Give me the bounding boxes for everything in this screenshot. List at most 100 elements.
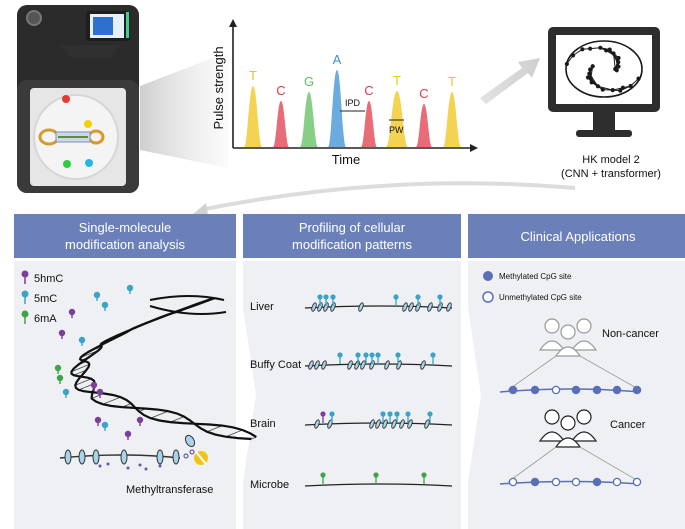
modification-mark (58, 329, 66, 337)
nucleosome-icon (369, 360, 375, 370)
unmethylated-cpg-label: Unmethylated CpG site (499, 293, 582, 302)
methylated-cpg-site (530, 385, 540, 395)
right-panel-title: Clinical Applications (521, 229, 636, 244)
pulse-peak (416, 104, 432, 147)
nucleosome-icon (358, 302, 364, 312)
methyltransferase-label: Methyltransferase (126, 484, 213, 496)
methylated-cpg-site (612, 385, 622, 395)
methylated-cpg-icon (483, 271, 493, 281)
pulse-peak (328, 70, 346, 147)
left-panel-title-2: modification analysis (65, 237, 185, 252)
ipd-label: IPD (345, 98, 361, 108)
unmethylated-cpg-site (571, 477, 581, 487)
modification-legend-label: 5mC (34, 293, 57, 305)
model-name: HK model 2 (582, 154, 639, 166)
mid-panel-title-1: Profiling of cellular (299, 220, 406, 235)
modification-mark (317, 294, 323, 300)
nucleosome-icon (384, 360, 390, 370)
modification-pin-icon (21, 290, 29, 298)
nucleosome-icon (396, 360, 402, 370)
arrow-to-model-icon (480, 58, 540, 104)
nucleosome-icon (420, 360, 426, 370)
nucleosome-icon (314, 360, 320, 370)
monitor-icon (548, 27, 660, 137)
modification-mark (68, 308, 76, 316)
nucleosome-icon (415, 302, 421, 312)
modification-mark (320, 472, 326, 478)
return-arrow-icon (199, 181, 576, 212)
modification-mark (363, 352, 369, 358)
pulse-peak (244, 86, 262, 147)
modification-mark (93, 291, 101, 299)
modification-mark (375, 352, 381, 358)
nucleosome-icon (402, 302, 408, 312)
modification-mark (394, 411, 400, 417)
dna-strand-icon (59, 434, 196, 471)
pw-label: PW (389, 125, 404, 135)
methylated-cpg-label: Methylated CpG site (499, 272, 572, 281)
nucleosome-icon (437, 302, 443, 312)
cancer-group-icon (538, 409, 598, 448)
modification-mark (136, 416, 144, 424)
sample-dna-track (304, 305, 453, 309)
unmethylated-cpg-site (551, 477, 561, 487)
unmethylated-cpg-site (508, 477, 518, 487)
modification-mark (124, 430, 132, 438)
nucleosome-icon (317, 302, 323, 312)
nucleosome-icon (399, 419, 405, 429)
modification-mark (355, 352, 361, 358)
pulse-peak (361, 101, 377, 147)
base-letter: T (393, 73, 401, 88)
modification-mark (101, 301, 109, 309)
panel-headers (14, 214, 685, 258)
modification-mark (54, 364, 62, 372)
sample-label: Microbe (250, 479, 289, 491)
nucleosome-icon (311, 302, 317, 312)
nucleosome-icon (427, 302, 433, 312)
unmethylated-cpg-site (612, 477, 622, 487)
nucleosome-icon (64, 449, 72, 465)
pulse-peak (300, 92, 318, 147)
methylated-cpg-site (571, 385, 581, 395)
base-letter: C (364, 83, 373, 98)
noncancer-cpg-sites (508, 385, 642, 395)
modification-mark (415, 294, 421, 300)
modification-mark (101, 421, 109, 429)
helix-modifications (54, 284, 144, 440)
unmethylated-cpg-icon (482, 291, 494, 303)
modification-mark (421, 472, 427, 478)
y-axis-label: Pulse strength (211, 46, 226, 129)
modification-legend-label: 5hmC (34, 273, 63, 285)
sequencer-device-icon (17, 5, 228, 193)
nucleosome-icon (408, 302, 414, 312)
modification-mark (437, 294, 443, 300)
nucleosome-icon (323, 302, 329, 312)
nucleosome-icon (321, 360, 327, 370)
mid-panel-title-2: modification patterns (292, 237, 412, 252)
base-letter: G (304, 74, 314, 89)
modification-mark (337, 352, 343, 358)
nucleosome-icon (424, 419, 430, 429)
unmethylated-cpg-site (551, 385, 561, 395)
nucleosome-icon (347, 360, 353, 370)
nucleosome-icon (156, 449, 164, 465)
base-letter: T (448, 74, 456, 89)
nucleosome-icon (360, 360, 366, 370)
modification-mark (56, 374, 64, 382)
methylated-cpg-site (508, 385, 518, 395)
methylated-cpg-site (592, 477, 602, 487)
modification-mark (96, 388, 104, 396)
x-axis-label: Time (332, 152, 360, 167)
dna-helix-icon (70, 295, 257, 441)
sample-dna-track (304, 483, 453, 487)
nucleosome-icon (407, 419, 413, 429)
base-letter: T (249, 68, 257, 83)
modification-mark (393, 294, 399, 300)
pulse-peak (443, 92, 461, 147)
methylated-cpg-site (632, 385, 642, 395)
nucleosome-icon (330, 302, 336, 312)
base-letter: C (419, 86, 428, 101)
